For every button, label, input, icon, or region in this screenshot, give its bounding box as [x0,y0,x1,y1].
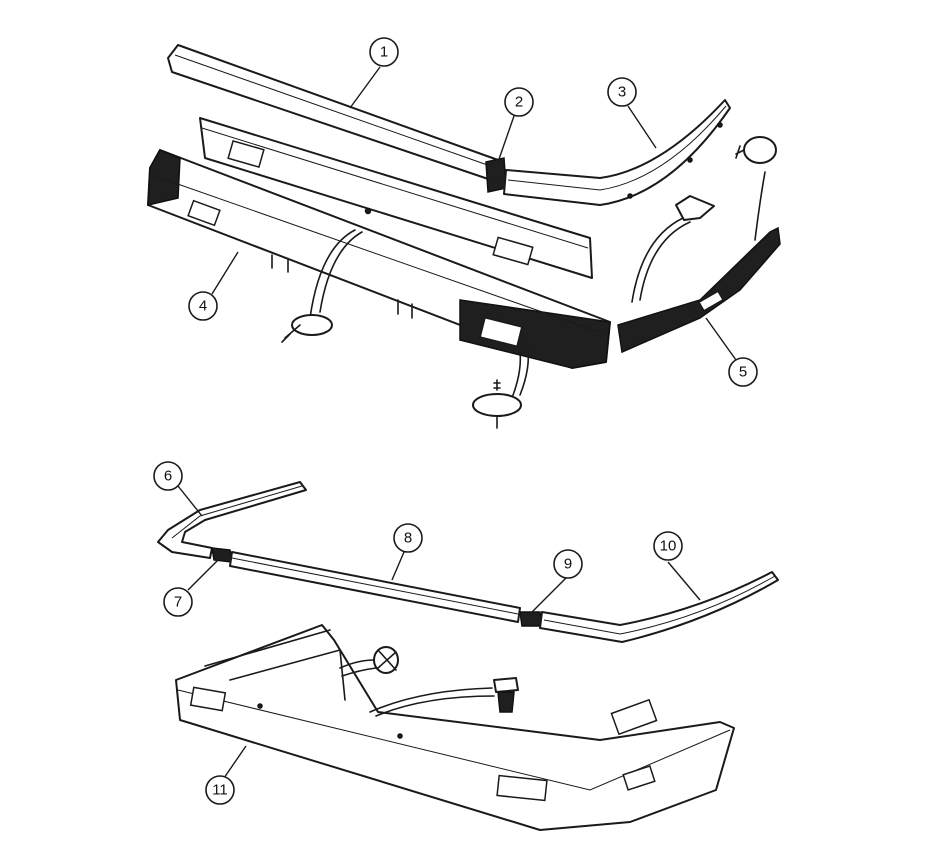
callout-label: 7 [174,594,182,611]
callout-10: 10 [653,531,683,561]
callout-label: 9 [564,556,572,573]
callout-8: 8 [393,523,423,553]
part-5-side-bumper [617,226,781,354]
callout-label: 10 [660,538,677,555]
leader-lines [177,66,737,779]
callout-label: 4 [199,298,207,315]
callout-7: 7 [163,587,193,617]
part-11-rear-bumper [175,624,735,831]
rear-fasteners [339,646,519,717]
part-4-front-bumper [147,149,611,369]
front-fasteners [281,136,777,429]
callout-9: 9 [553,549,583,579]
part-7-clip [211,547,233,563]
callout-3: 3 [607,77,637,107]
callout-label: 8 [404,530,412,547]
callout-label: 5 [739,364,747,381]
callout-1: 1 [369,37,399,67]
front-inner-bar [199,117,593,279]
part-9-clip [519,611,543,627]
callout-6: 6 [153,461,183,491]
part-2-joint-clip [485,157,507,193]
part-10-right-rear-moulding [539,571,779,643]
part-1-upper-moulding [167,44,501,184]
callout-5: 5 [728,357,758,387]
callout-4: 4 [188,291,218,321]
part-3-corner-moulding [503,99,731,206]
callout-label: 3 [618,84,626,101]
callout-11: 11 [205,775,235,805]
callout-label: 1 [380,44,388,61]
part-6-rear-corner-moulding [157,481,307,559]
callout-label: 11 [212,782,228,799]
callout-2: 2 [504,87,534,117]
part-8-rear-center-moulding [229,551,521,623]
callout-label: 2 [515,94,523,111]
callout-label: 6 [164,468,172,485]
